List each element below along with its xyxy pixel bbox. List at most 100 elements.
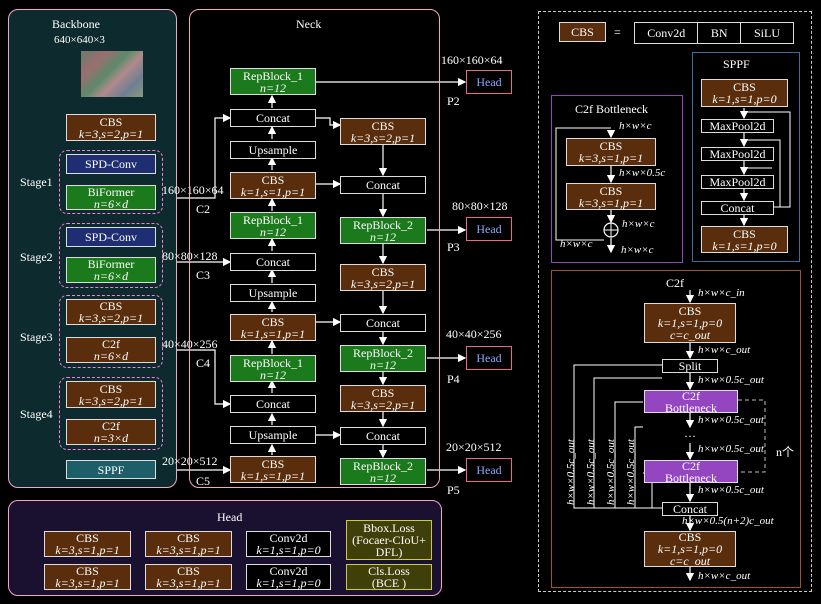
neck-concat-1: Concat	[230, 109, 316, 127]
backbone-title: Backbone	[52, 17, 100, 31]
dim-p4: 40×40×256	[446, 327, 502, 341]
c2f-half-3: h×w×0.5c_out	[698, 443, 764, 455]
stage4-box	[59, 377, 163, 450]
cls-loss: Cls.Loss (BCE )	[346, 564, 432, 590]
head-cbs-a1: CBS k=3,s=1,p=1	[44, 531, 131, 557]
node-title: RepBlock_1	[243, 355, 303, 370]
biformer-1: BiFormer n=6×d	[66, 185, 156, 210]
node-title: CBS	[261, 456, 285, 471]
c2f-cbs-bottom: CBS k=1,s=1,p=0 c=c_out	[644, 531, 736, 567]
label-c3: C3	[196, 268, 211, 282]
node-title: CBS	[678, 531, 702, 544]
loss-detail: DFL)	[375, 545, 403, 559]
legend-bn: BN	[698, 23, 741, 43]
head-cbs-a2: CBS k=3,s=1,p=1	[145, 531, 232, 557]
head-cbs-b2: CBS k=3,s=1,p=1	[145, 564, 232, 590]
c2f-dim-cout-1: h×w×c_out	[698, 344, 751, 356]
node-title: CBS	[177, 564, 200, 578]
node-title: RepBlock_1	[243, 68, 303, 83]
bbox-loss: Bbox.Loss (Focaer-CIoU+ DFL)	[346, 520, 432, 560]
node-params: k=1,s=1,p=0	[712, 238, 777, 253]
node-title: CBS	[678, 304, 702, 318]
neck-concat-r1: Concat	[340, 176, 426, 194]
label-p5: P5	[447, 483, 460, 497]
legend-sequence: Conv2d BN SiLU	[634, 22, 794, 44]
c2f-half-2: h×w×0.5c_out	[698, 414, 764, 426]
c2f-dim-out: h×w×c_out	[698, 570, 751, 582]
node-params: n=12	[369, 470, 397, 485]
dim-p5: 20×20×512	[446, 440, 502, 454]
legend-cbs: CBS	[559, 22, 606, 42]
node-params: k=1,s=1,p=1	[240, 468, 306, 483]
node-title: CBS	[76, 531, 99, 545]
input-image	[81, 51, 143, 97]
node-title: CBS	[99, 299, 123, 313]
node-params: n=12	[369, 229, 397, 244]
node-title: CBS	[599, 139, 623, 153]
dim-p2: 160×160×64	[441, 53, 503, 67]
c2f-cbs-top: CBS k=1,s=1,p=0 c=c_out	[644, 303, 736, 343]
node-params: k=1,s=1,p=0	[712, 92, 777, 106]
node-title: C2f	[682, 460, 700, 473]
bottleneck-dim-top: h×w×c	[619, 120, 652, 132]
sppf-title: SPPF	[723, 57, 750, 71]
backbone-c2f-3: C2f n=6×d	[66, 337, 156, 363]
head-panel-title: Head	[217, 510, 243, 524]
stage1-box	[59, 150, 163, 214]
neck-repblock2-3: RepBlock_2 n=12	[340, 458, 426, 485]
neck-cbs-l3: CBS k=1,s=1,p=1	[230, 456, 316, 483]
loss-title: Bbox.Loss	[363, 521, 415, 535]
c2f-dim-in: h×w×c_in	[698, 287, 745, 299]
sppf-maxpool-3: MaxPool2d	[701, 175, 774, 189]
legend-silu: SiLU	[741, 23, 793, 43]
head-p2: Head	[466, 70, 512, 94]
neck-repblock1-top: RepBlock_1 n=12	[230, 68, 316, 95]
node-params: n=6×d	[93, 196, 129, 210]
bottleneck-title: C2f Bottleneck	[575, 102, 648, 116]
c2f-half-4: h×w×0.5c_out	[698, 484, 764, 496]
node-title: RepBlock_2	[353, 217, 413, 232]
neck-panel	[189, 9, 440, 488]
node-params: c=c_out	[669, 328, 711, 342]
stage3-box	[59, 295, 163, 368]
node-title: BiFormer	[87, 185, 135, 199]
sppf-maxpool-1: MaxPool2d	[701, 119, 774, 133]
c2f-title: C2f	[666, 276, 684, 290]
loss-detail: (Focaer-CIoU+	[352, 533, 426, 547]
node-title: BiFormer	[87, 257, 135, 271]
stage3-label: Stage3	[20, 330, 53, 344]
node-title: RepBlock_2	[353, 458, 413, 473]
node-params: k=1,s=1,p=1	[240, 184, 306, 199]
stage2-label: Stage2	[20, 250, 53, 264]
node-title: Bottleneck	[665, 470, 717, 483]
label-p4: P4	[447, 372, 460, 386]
spd-conv-1: SPD-Conv	[66, 154, 156, 174]
biformer-2: BiFormer n=6×d	[66, 257, 156, 283]
c2f-n-ge: n个	[776, 445, 795, 459]
label-c2: C2	[196, 202, 211, 216]
node-params: k=3,s=1,p=1	[156, 543, 221, 557]
node-params: n=6×d	[93, 349, 129, 363]
label-p3: P3	[447, 240, 460, 254]
node-title: CBS	[599, 183, 623, 198]
label-c5: C5	[196, 474, 211, 488]
loss-detail: (BCE )	[371, 576, 407, 590]
label-p2: P2	[447, 94, 460, 108]
sppf-panel	[692, 52, 800, 262]
neck-concat-r3: Concat	[340, 427, 426, 445]
node-title: C2f	[682, 390, 700, 403]
backbone-c2f-4: C2f n=3×d	[66, 419, 156, 445]
node-title: CBS	[733, 80, 756, 94]
backbone-sppf: SPPF	[66, 460, 156, 479]
node-params: n=12	[259, 367, 287, 382]
legend-equals: =	[614, 25, 621, 39]
bottleneck-panel	[551, 95, 683, 263]
node-params: k=3,s=2,p=1	[78, 311, 144, 325]
c2f-vert-3: h×w×0.5c_out	[605, 439, 617, 505]
c2f-vert-4: h×w×0.5c_out	[625, 439, 637, 505]
dim-c2: 160×160×64	[162, 183, 224, 197]
bottleneck-dim-left: h×w×c	[560, 238, 593, 250]
neck-concat-2: Concat	[230, 253, 316, 271]
node-params: c=c_out	[669, 554, 711, 567]
node-params: k=3,s=1,p=1	[55, 576, 120, 590]
